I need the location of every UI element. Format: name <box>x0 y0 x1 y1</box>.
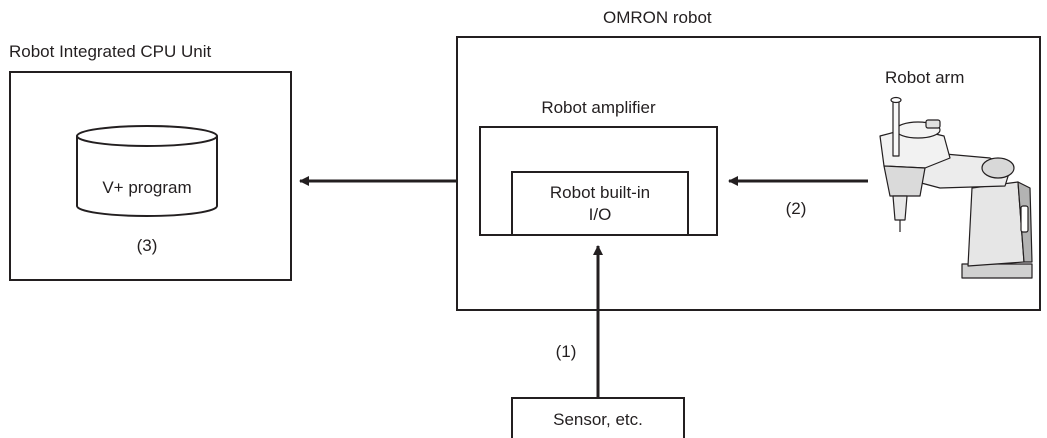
v-program-cylinder-icon <box>76 125 218 217</box>
robot-io-box <box>511 171 689 236</box>
robot-io-line1: Robot built-in <box>549 183 651 202</box>
omron-robot-title: OMRON robot <box>603 8 712 27</box>
sensor-label: Sensor, etc. <box>553 410 643 429</box>
cpu-step-label: (3) <box>136 236 158 255</box>
cpu-unit-title: Robot Integrated CPU Unit <box>9 42 212 61</box>
v-program-label: V+ program <box>102 178 192 197</box>
sensor-box <box>511 397 685 438</box>
robot-amplifier-title: Robot amplifier <box>541 98 656 117</box>
robot-io-line2: I/O <box>588 205 612 224</box>
arm-step-label: (2) <box>785 199 807 218</box>
scara-robot-arm-icon <box>879 96 1033 279</box>
robot-arm-title: Robot arm <box>885 68 965 87</box>
sensor-step-label: (1) <box>555 342 577 361</box>
